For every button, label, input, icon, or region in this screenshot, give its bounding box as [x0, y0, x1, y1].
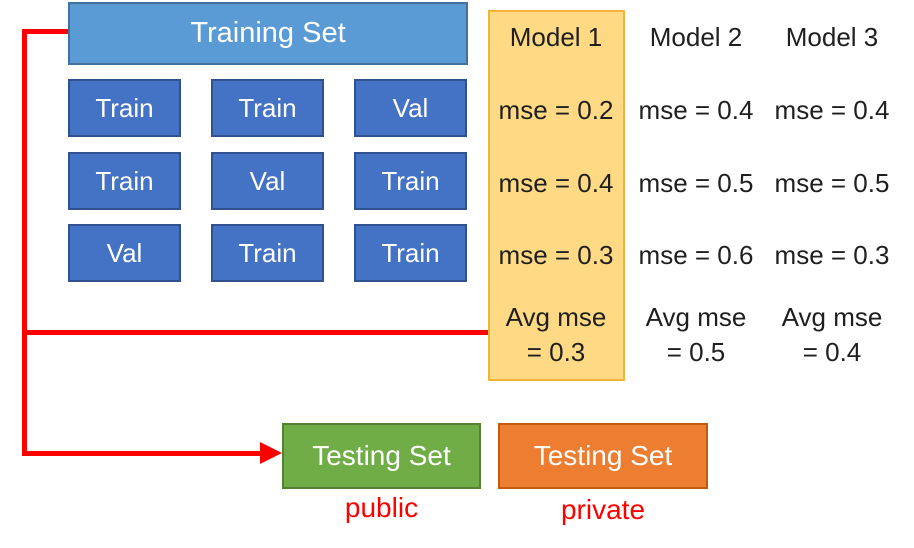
- fold-cell-r0-c0: Train: [68, 79, 181, 137]
- connector-testing-line: [22, 451, 262, 456]
- mse-value: mse = 0.4: [498, 168, 614, 198]
- arrowhead-icon: [260, 442, 282, 464]
- model-column-3: Model 3 mse = 0.4 mse = 0.5 mse = 0.3 Av…: [762, 0, 902, 400]
- mse-value: mse = 0.4: [638, 95, 754, 125]
- testing-set-public-box: Testing Set: [282, 423, 481, 489]
- mse-value: mse = 0.5: [638, 168, 754, 198]
- mse-value: mse = 0.2: [498, 95, 614, 125]
- avg-mse-label: Avg mse: [645, 302, 747, 332]
- fold-cell-r0-c2: Val: [354, 79, 467, 137]
- avg-mse-label: Avg mse: [505, 302, 607, 332]
- model-column-2: Model 2 mse = 0.4 mse = 0.5 mse = 0.6 Av…: [626, 0, 766, 400]
- avg-mse-value: = 0.5: [666, 337, 726, 367]
- avg-mse-label: Avg mse: [781, 302, 883, 332]
- fold-cell-r0-c1: Train: [211, 79, 324, 137]
- model1-highlight-box: [488, 10, 625, 381]
- model-column-1: Model 1 mse = 0.2 mse = 0.4 mse = 0.3 Av…: [486, 0, 626, 400]
- fold-cell-r1-c1: Val: [211, 152, 324, 210]
- avg-mse-value: = 0.4: [802, 337, 862, 367]
- model-title: Model 2: [649, 22, 743, 52]
- mse-value: mse = 0.4: [774, 95, 890, 125]
- testing-set-public-title: Testing Set: [312, 440, 451, 471]
- model-title: Model 1: [509, 22, 603, 52]
- connector-vertical-line: [22, 29, 27, 456]
- testing-set-private-title: Testing Set: [533, 440, 673, 471]
- mse-value: mse = 0.3: [774, 240, 890, 270]
- fold-cell-r2-c2: Train: [354, 224, 467, 282]
- mse-value: mse = 0.3: [498, 240, 614, 270]
- training-set-title: Training Set: [190, 17, 346, 49]
- connector-avg-mse-line: [22, 330, 488, 335]
- fold-cell-r2-c1: Train: [211, 224, 324, 282]
- fold-cell-r2-c0: Val: [68, 224, 181, 282]
- fold-cell-r1-c2: Train: [354, 152, 467, 210]
- mse-value: mse = 0.5: [774, 168, 890, 198]
- connector-training-line: [22, 29, 70, 34]
- training-set-box: Training Set: [68, 2, 468, 65]
- fold-cell-r1-c0: Train: [68, 152, 181, 210]
- mse-value: mse = 0.6: [638, 240, 754, 270]
- avg-mse-value: = 0.3: [526, 337, 586, 367]
- testing-set-private-box: Testing Set: [498, 423, 708, 489]
- private-label: private: [560, 494, 646, 525]
- model-title: Model 3: [785, 22, 879, 52]
- public-label: public: [344, 492, 419, 523]
